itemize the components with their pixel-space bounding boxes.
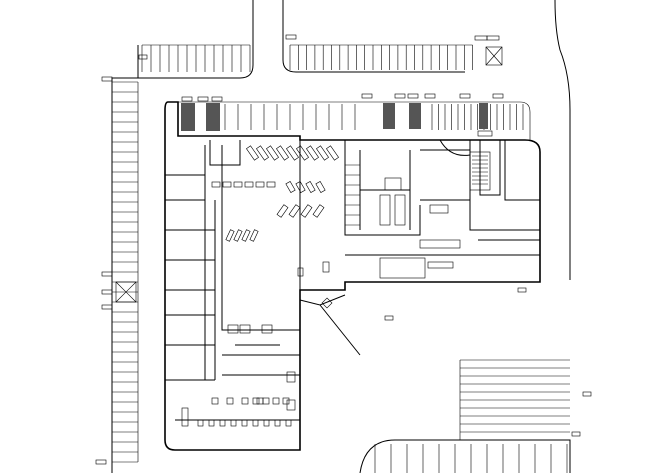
counter-seat	[230, 419, 237, 427]
counter-seat	[274, 419, 281, 427]
dining-table	[255, 181, 265, 188]
cross-markers	[115, 46, 503, 303]
dining-table	[222, 181, 232, 188]
booth-table	[296, 145, 309, 161]
dining-table	[288, 204, 301, 218]
dining-table	[300, 204, 313, 218]
counter-seat	[252, 419, 259, 427]
cafe-table	[262, 397, 270, 405]
stairwells	[345, 151, 491, 279]
dining-table	[241, 229, 251, 242]
cafe-table	[282, 397, 290, 405]
work-station	[227, 324, 239, 334]
interior-walls	[165, 139, 541, 421]
interior-fixtures	[181, 145, 449, 427]
service-counter	[286, 399, 296, 411]
dining-table	[315, 181, 326, 193]
dimension-tags	[95, 34, 592, 465]
cafe-table	[241, 397, 249, 405]
cafe-table	[256, 397, 264, 405]
column-box	[322, 261, 330, 273]
counter-seat	[197, 419, 204, 427]
booth-table	[266, 145, 279, 161]
booth-table	[286, 145, 299, 161]
booth-table	[246, 145, 259, 161]
building-outline	[164, 101, 541, 451]
work-station	[239, 324, 251, 334]
dining-table	[233, 229, 243, 242]
booth-table	[316, 145, 329, 161]
counter-seat	[208, 419, 215, 427]
storage-unit	[429, 204, 449, 214]
counter-seat	[263, 419, 270, 427]
column-box	[297, 267, 304, 277]
dining-table	[276, 204, 289, 218]
dining-table	[312, 204, 325, 218]
booth-table	[326, 145, 339, 161]
cafe-table	[252, 397, 260, 405]
counter-seat	[219, 419, 226, 427]
cafe-table	[226, 397, 234, 405]
entry-marker	[321, 297, 333, 309]
landscape-islands	[181, 103, 488, 131]
dining-table	[266, 181, 276, 188]
storage-unit	[384, 177, 402, 191]
display-case	[181, 407, 189, 427]
booth-table	[256, 145, 269, 161]
cafe-table	[272, 397, 280, 405]
dining-table	[225, 229, 235, 242]
site-curbs	[111, 0, 571, 473]
parking-row-inner-north-right	[431, 104, 524, 130]
counter-seat	[285, 419, 292, 427]
parking-row-south	[374, 444, 568, 473]
booth-table	[306, 145, 319, 161]
booth-table	[276, 145, 289, 161]
parking-row-north-center	[289, 44, 473, 70]
service-counter	[286, 371, 296, 383]
parking-row-inner-north-left	[224, 104, 356, 130]
dining-table	[295, 181, 306, 193]
parking-row-west	[112, 81, 139, 463]
dining-table	[305, 181, 316, 193]
dining-table	[233, 181, 243, 188]
dining-table	[211, 181, 221, 188]
cafe-table	[211, 397, 219, 405]
counter-seat	[241, 419, 248, 427]
dining-table	[285, 181, 296, 193]
parking-row-north-left	[141, 44, 251, 72]
dining-table	[244, 181, 254, 188]
dining-table	[249, 229, 259, 242]
work-station	[261, 324, 273, 334]
parking-row-southeast	[459, 359, 570, 441]
